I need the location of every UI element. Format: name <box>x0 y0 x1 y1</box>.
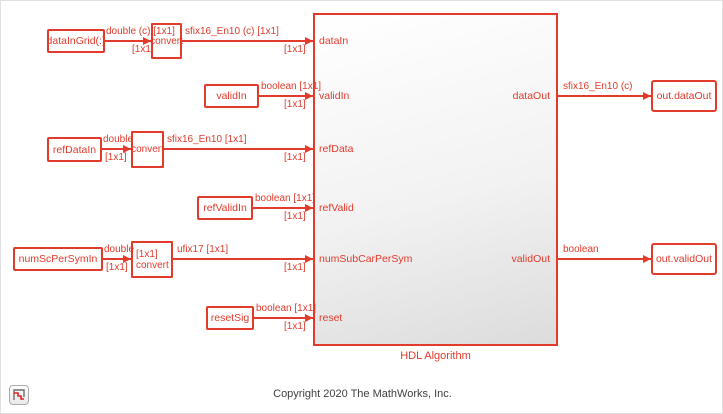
source-block-label: refDataIn <box>52 143 97 156</box>
sink-block-label: out.validOut <box>655 253 713 265</box>
convert-label: convert <box>131 144 164 155</box>
convert-label: convert <box>136 259 169 271</box>
hdl-algorithm-block[interactable] <box>313 13 558 346</box>
arrowhead-icon <box>305 144 313 153</box>
signal-dim-label: [1x1] <box>132 44 154 55</box>
source-block-resetsig[interactable]: resetSig <box>206 306 254 330</box>
signal-dim-label: [1x1] <box>284 44 306 55</box>
wire[interactable] <box>173 258 313 260</box>
hdl-port-label-validout: validOut <box>511 253 550 265</box>
signal-type-label: sfix16_En10 (c) <box>563 81 633 92</box>
signal-type-label: double <box>103 134 134 145</box>
arrowhead-icon <box>305 313 313 322</box>
hdl-port-label-refvalid: refValid <box>319 202 354 214</box>
show-model-browser-button[interactable] <box>9 385 29 405</box>
source-block-label: resetSig <box>210 312 250 324</box>
convert-block-refdata[interactable]: convert <box>131 131 164 168</box>
wire[interactable] <box>164 148 313 150</box>
arrowhead-icon <box>123 254 131 263</box>
source-block-numscpersymin[interactable]: numScPerSymIn <box>13 247 103 271</box>
convert-block-numscpersym[interactable]: [1x1] convert <box>131 241 173 278</box>
source-block-label: dataInGrid(:) <box>46 35 106 47</box>
arrowhead-icon <box>305 36 313 45</box>
signal-type-label: boolean <box>563 244 599 255</box>
arrowhead-icon <box>123 144 131 153</box>
sink-block-out-validout[interactable]: out.validOut <box>651 243 717 275</box>
wire[interactable] <box>558 258 651 260</box>
hdl-port-label-dataout: dataOut <box>512 90 550 102</box>
source-block-label: refValidIn <box>203 202 247 214</box>
signal-type-label: double (c) [1x1] <box>106 26 175 37</box>
wire[interactable] <box>182 40 313 42</box>
source-block-dataingrid[interactable]: dataInGrid(:) <box>47 29 105 53</box>
sink-block-label: out.dataOut <box>656 90 712 102</box>
signal-dim-label: [1x1] <box>105 152 127 163</box>
signal-dim-label: [1x1] <box>284 262 306 273</box>
source-block-validin[interactable]: validIn <box>204 84 259 108</box>
copyright-annotation: Copyright 2020 The MathWorks, Inc. <box>273 388 452 400</box>
signal-dim-label: [1x1] <box>284 321 306 332</box>
hdl-port-label-numsubcarpersym: numSubCarPerSym <box>319 253 413 265</box>
signal-type-label: boolean [1x1] <box>256 303 317 314</box>
wire[interactable] <box>102 148 131 150</box>
signal-type-label: boolean [1x1] <box>255 193 316 204</box>
convert-block-datain[interactable]: convert <box>150 23 183 59</box>
source-block-refvalidin[interactable]: refValidIn <box>197 196 253 220</box>
hdl-port-label-validin: validIn <box>319 90 350 102</box>
arrowhead-icon <box>305 203 313 212</box>
signal-dim-label: [1x1] <box>284 99 306 110</box>
step-signal-icon <box>13 389 25 400</box>
convert-label: convert <box>150 35 183 47</box>
hdl-algorithm-caption: HDL Algorithm <box>400 350 471 362</box>
wire[interactable] <box>103 258 131 260</box>
signal-type-label: double <box>104 244 135 255</box>
wire[interactable] <box>254 317 313 319</box>
hdl-port-label-reset: reset <box>319 312 343 324</box>
signal-type-label: sfix16_En10 (c) [1x1] <box>185 26 279 37</box>
arrowhead-icon <box>305 91 313 100</box>
sink-block-out-dataout[interactable]: out.dataOut <box>651 80 717 112</box>
signal-type-label: sfix16_En10 [1x1] <box>167 134 247 145</box>
arrowhead-icon <box>143 36 151 45</box>
source-block-refdatain[interactable]: refDataIn <box>47 137 102 162</box>
hdl-port-label-datain: dataIn <box>319 35 349 47</box>
arrowhead-icon <box>643 91 651 100</box>
signal-type-label: boolean [1x1] <box>261 81 322 92</box>
source-block-label: numScPerSymIn <box>18 253 98 265</box>
wire[interactable] <box>105 40 151 42</box>
signal-dim-label: [1x1] <box>284 211 306 222</box>
signal-dim-label: [1x1] <box>136 248 158 260</box>
wire[interactable] <box>253 207 313 209</box>
signal-type-label: ufix17 [1x1] <box>177 244 229 255</box>
arrowhead-icon <box>643 254 651 263</box>
hdl-port-label-refdata: refData <box>319 143 354 155</box>
wire[interactable] <box>558 95 651 97</box>
signal-dim-label: [1x1] <box>106 262 128 273</box>
signal-dim-label: [1x1] <box>284 152 306 163</box>
wire[interactable] <box>259 95 313 97</box>
arrowhead-icon <box>305 254 313 263</box>
source-block-label: validIn <box>216 90 247 102</box>
